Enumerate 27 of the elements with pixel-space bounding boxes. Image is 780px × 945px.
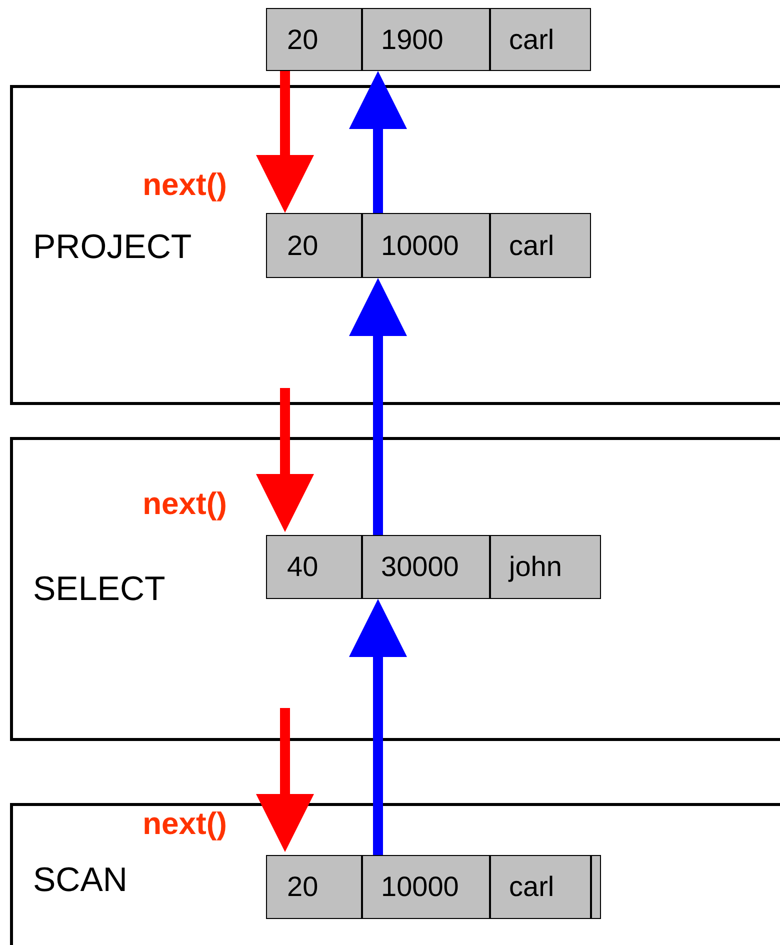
edge-label: next(): [142, 486, 227, 522]
arrow: [256, 388, 314, 532]
edge-label: next(): [142, 167, 227, 203]
arrow: [349, 71, 407, 213]
edge-label: next(): [142, 806, 227, 842]
tuple-cell: 1900: [362, 8, 490, 71]
operator-name: SELECT: [33, 570, 166, 609]
tuple-cell: 20: [266, 8, 362, 71]
arrow: [256, 708, 314, 852]
operator-box: [10, 437, 780, 741]
operator-name: PROJECT: [33, 228, 192, 267]
tuple-cell: carl: [490, 213, 591, 278]
tuple-cell: 10000: [362, 213, 490, 278]
tuple-cell: carl: [490, 8, 591, 71]
operator-name: SCAN: [33, 861, 128, 900]
arrow: [256, 71, 314, 213]
tuple-cell: carl: [490, 855, 591, 919]
tuple-cell: john: [490, 535, 601, 599]
operator-box: [10, 85, 780, 405]
tuple-cell: 30000: [362, 535, 490, 599]
arrow: [349, 599, 407, 855]
operator-box: [10, 803, 780, 945]
arrow: [349, 278, 407, 535]
tuple-cell: 20: [266, 855, 362, 919]
tuple-cell: 10000: [362, 855, 490, 919]
tuple-cell: 40: [266, 535, 362, 599]
tuple-cell: 20: [266, 213, 362, 278]
